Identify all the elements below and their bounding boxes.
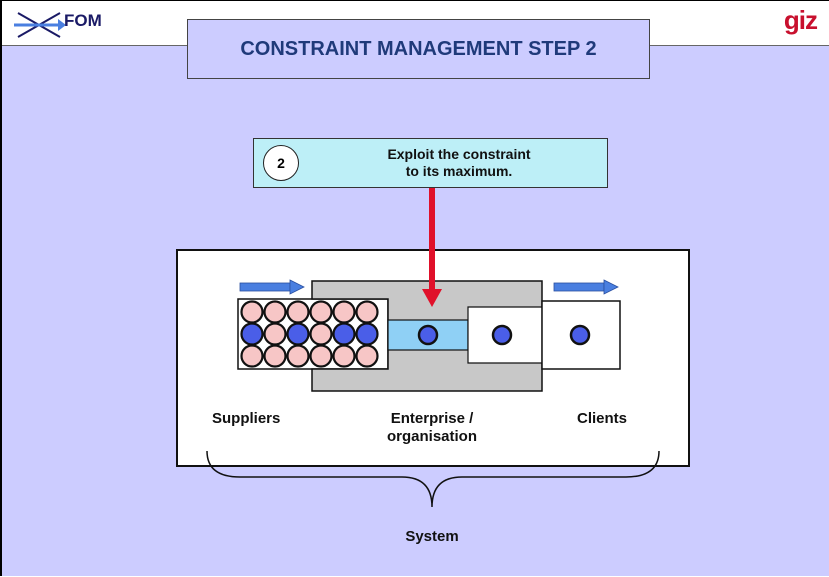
step-text: Exploit the constraint to its maximum. xyxy=(314,146,604,180)
fom-logo-text: FOM xyxy=(64,11,102,30)
page-title: CONSTRAINT MANAGEMENT STEP 2 xyxy=(240,37,597,60)
step-number: 2 xyxy=(263,145,299,181)
bead-blue xyxy=(240,322,264,346)
bead-pink xyxy=(263,322,287,346)
bead-pink xyxy=(355,300,379,324)
flow-arrow-out-icon xyxy=(553,279,619,295)
bead-pink xyxy=(309,344,333,368)
flow-arrow-in-icon xyxy=(239,279,305,295)
system-label: System xyxy=(405,528,459,545)
bead-pink xyxy=(240,300,264,324)
bead-pink xyxy=(309,300,333,324)
red-arrow-icon xyxy=(422,188,442,307)
bead-in-constraint xyxy=(417,324,439,346)
bead-pink xyxy=(332,344,356,368)
bead-blue xyxy=(355,322,379,346)
bead-pink xyxy=(332,300,356,324)
clients-label: Clients xyxy=(576,410,627,427)
suppliers-label: Suppliers xyxy=(212,410,281,427)
step-text-line2: to its maximum. xyxy=(405,163,513,179)
giz-logo: giz xyxy=(783,5,818,35)
bead-blue xyxy=(286,322,310,346)
bead-pink xyxy=(240,344,264,368)
bead-pink xyxy=(355,344,379,368)
bead-pink xyxy=(286,344,310,368)
enterprise-label: Enterprise / organisation xyxy=(372,410,492,446)
bead-pink xyxy=(286,300,310,324)
fom-logo-icon xyxy=(14,12,66,38)
step-text-line1: Exploit the constraint xyxy=(387,146,531,162)
system-brace xyxy=(206,450,660,508)
bead-blue xyxy=(332,322,356,346)
supplier-beads xyxy=(240,300,379,368)
enterprise-label-line1: Enterprise / xyxy=(390,410,474,427)
bead-at-clients xyxy=(569,324,591,346)
title-box: CONSTRAINT MANAGEMENT STEP 2 xyxy=(187,19,650,79)
bead-pink xyxy=(263,344,287,368)
bead-pink xyxy=(263,300,287,324)
bead-pink xyxy=(309,322,333,346)
step-box: 2 Exploit the constraint to its maximum. xyxy=(253,138,608,188)
bead-in-enterprise xyxy=(491,324,513,346)
enterprise-label-line2: organisation xyxy=(386,428,477,445)
